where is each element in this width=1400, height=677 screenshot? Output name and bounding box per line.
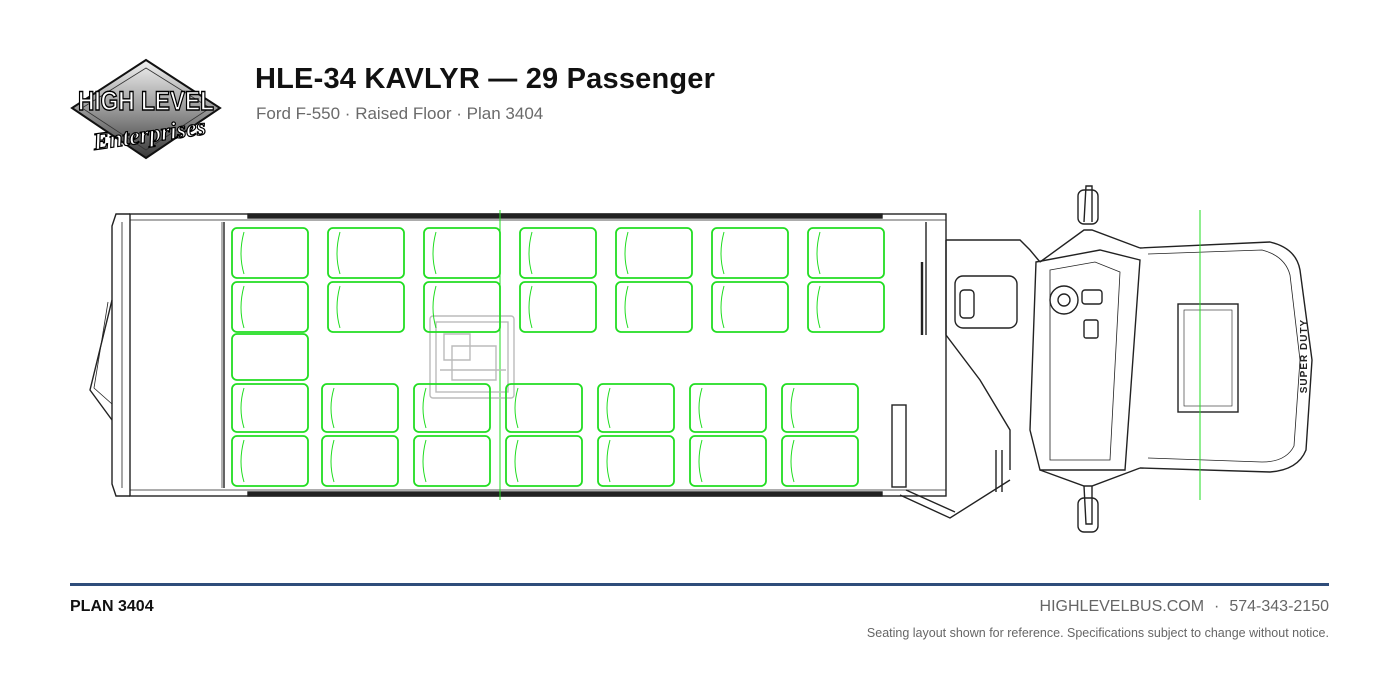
contact-info: HIGHLEVELBUS.COM · 574-343-2150 bbox=[1040, 598, 1329, 616]
footer-divider bbox=[70, 583, 1329, 586]
logo-wordmark: HIGH LEVEL bbox=[78, 86, 214, 116]
hood-label: SUPER DUTY bbox=[1299, 319, 1310, 393]
seat-back-details bbox=[240, 231, 821, 483]
wheelchair-lift bbox=[429, 315, 515, 399]
seat-row-top bbox=[231, 227, 885, 333]
passenger-seats bbox=[231, 227, 885, 487]
phone-number[interactable]: 574-343-2150 bbox=[1229, 598, 1329, 615]
bus-floorplan: SUPER DUTY bbox=[89, 185, 1313, 533]
disclaimer: Seating layout shown for reference. Spec… bbox=[866, 626, 1329, 640]
website-link[interactable]: HIGHLEVELBUS.COM bbox=[1039, 598, 1205, 615]
seat-rear-bench bbox=[231, 333, 309, 381]
company-logo: HIGH LEVEL Enterprises bbox=[70, 58, 222, 160]
contact-separator: · bbox=[1214, 598, 1220, 615]
page-title: HLE-34 KAVLYR — 29 Passenger bbox=[255, 63, 716, 95]
bus-body-outline bbox=[89, 185, 1313, 533]
seat-row-bottom bbox=[231, 383, 859, 487]
page-subtitle: Ford F-550 · Raised Floor · Plan 3404 bbox=[256, 104, 544, 123]
plan-code: PLAN 3404 bbox=[70, 598, 154, 615]
